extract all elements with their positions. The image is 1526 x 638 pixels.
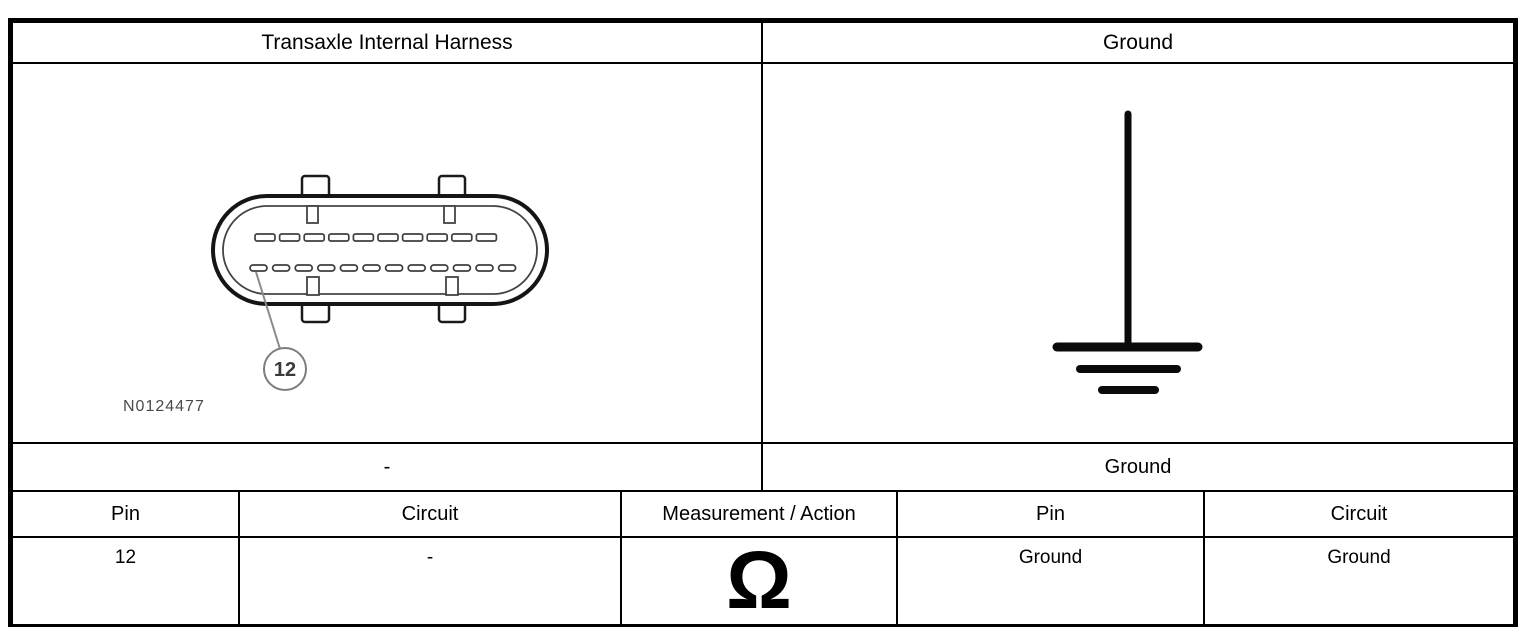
value-circuit-left: - xyxy=(240,538,622,624)
connector-pin xyxy=(452,264,472,272)
connector-pin xyxy=(339,264,359,272)
pin-callout-line xyxy=(255,271,281,350)
header-pin-right: Pin xyxy=(898,492,1205,538)
connector-pin xyxy=(352,233,375,242)
connector-inner-housing xyxy=(222,205,538,295)
figure-part-number: N0124477 xyxy=(123,398,205,415)
pin-callout-circle xyxy=(263,347,307,391)
header-pin-left: Pin xyxy=(13,492,240,538)
earth-ground-icon xyxy=(1052,110,1203,394)
connector-diagram-cell: 12 N0124477 xyxy=(13,64,763,444)
connector-pin xyxy=(475,233,498,242)
left-panel-sublabel: - xyxy=(13,444,763,490)
connector-pin xyxy=(303,233,326,242)
connector-pin xyxy=(362,264,381,272)
transaxle-connector-diagram: 12 N0124477 xyxy=(123,174,549,415)
ground-symbol xyxy=(1052,110,1203,394)
connector-pin xyxy=(254,233,276,242)
header-circuit-left: Circuit xyxy=(240,492,622,538)
value-circuit-right: Ground xyxy=(1205,538,1513,624)
right-panel-sublabel: Ground xyxy=(763,444,1513,490)
pin-row-bottom xyxy=(249,264,517,272)
connector-pin xyxy=(475,264,494,272)
connector-mount-tabs xyxy=(300,174,467,324)
connector-pin xyxy=(450,233,473,242)
header-measurement: Measurement / Action xyxy=(622,492,898,538)
left-panel-title: Transaxle Internal Harness xyxy=(13,23,763,64)
value-pin-left: 12 xyxy=(13,538,240,624)
connector-pin xyxy=(377,233,399,242)
ground-symbol-cell xyxy=(763,64,1513,444)
pin-row-top xyxy=(254,233,498,242)
connector-pin xyxy=(278,233,301,242)
connector-pin xyxy=(401,233,424,242)
connector-pin xyxy=(384,264,404,272)
connector-pin xyxy=(429,264,449,272)
connector-pin xyxy=(316,264,336,272)
value-pin-right: Ground xyxy=(898,538,1205,624)
connector-outer-housing xyxy=(211,194,549,306)
connector-latch-slots xyxy=(306,205,459,296)
measurement-table: Pin Circuit Measurement / Action Pin Cir… xyxy=(13,490,1513,624)
pinout-test-table: Transaxle Internal Harness Ground xyxy=(8,18,1518,627)
connector-pin xyxy=(497,264,517,272)
connector-pin xyxy=(249,264,268,272)
connector-pin xyxy=(426,233,449,242)
connector-pin xyxy=(294,264,314,272)
connector-pin xyxy=(407,264,427,272)
pin-callout-number: 12 xyxy=(274,359,296,381)
header-circuit-right: Circuit xyxy=(1205,492,1513,538)
right-panel-title: Ground xyxy=(763,23,1513,64)
ohmmeter-symbol: Ω xyxy=(622,538,898,624)
connector-pin xyxy=(271,264,291,272)
connector-panels: Transaxle Internal Harness Ground xyxy=(13,23,1513,490)
connector-pin xyxy=(327,233,350,242)
